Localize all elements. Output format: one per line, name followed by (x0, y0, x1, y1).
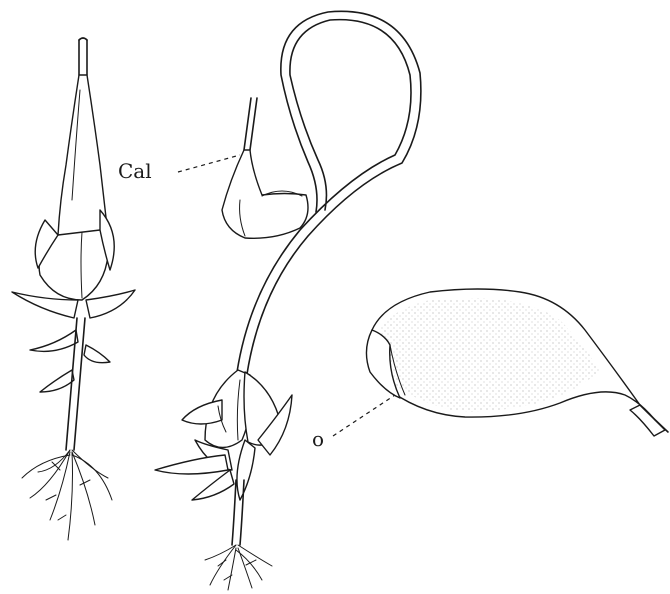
calyptra-label: Cal (118, 159, 152, 183)
capsule-detail (366, 289, 668, 436)
operculum-leader-line (333, 395, 395, 436)
calyptra-detail (222, 98, 308, 238)
left-moss-plant (12, 38, 135, 540)
middle-moss-plant (155, 11, 421, 590)
calyptra-leader-line (178, 155, 240, 172)
operculum-label: o (312, 427, 324, 451)
